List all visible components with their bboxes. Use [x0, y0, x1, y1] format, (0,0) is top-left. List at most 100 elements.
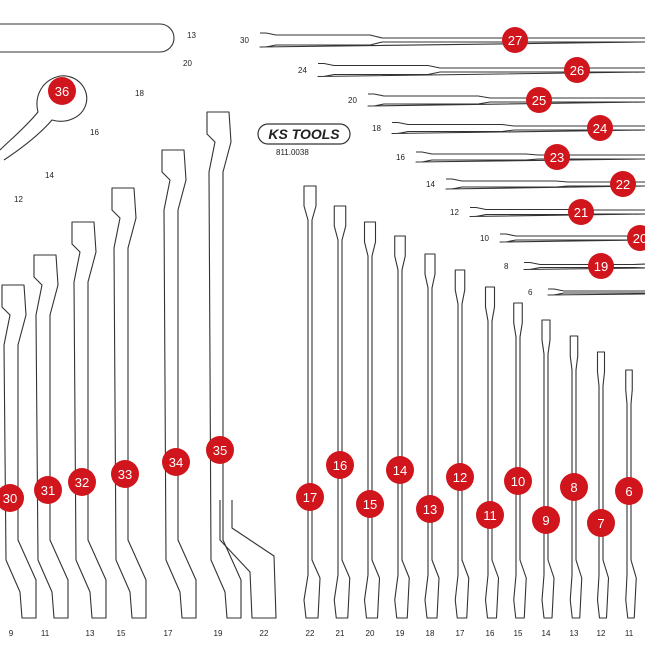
badge-36-number: 36	[55, 84, 69, 99]
vertical-wrench-12: 127	[587, 351, 615, 638]
brand-logo: KS TOOLS 811.0038	[257, 123, 351, 157]
combination-wrench-outline	[391, 121, 645, 135]
badge-32-circle	[68, 468, 96, 496]
badge-33-number: 33	[118, 467, 132, 482]
logo-article-number: 811.0038	[276, 148, 309, 157]
badge-26-number: 26	[570, 63, 584, 78]
badge-32: 32	[68, 468, 96, 496]
combination-wrench-size: 6	[528, 288, 533, 297]
offset-ring-spanner-top-size: 18	[135, 89, 144, 98]
badge-25-number: 25	[532, 93, 546, 108]
badge-11-number: 11	[483, 508, 497, 523]
offset-ring-spanner-outline	[111, 187, 147, 619]
offset-ring-spanner-top-size: 16	[90, 128, 99, 137]
combination-wrench-outline	[499, 233, 645, 243]
offset-ring-spanner-bottom-size: 22	[260, 629, 269, 638]
badge-14-circle	[386, 456, 414, 484]
vertical-wrench-13: 13 8	[560, 335, 588, 638]
vertical-wrench-outline	[513, 302, 527, 619]
vertical-wrench-size: 15	[514, 629, 523, 638]
vertical-wrench-outline	[424, 253, 440, 619]
combination-wrench-size: 14	[426, 180, 435, 189]
badge-9-circle	[532, 506, 560, 534]
badge-33: 33	[111, 460, 139, 488]
badge-27: 27	[502, 27, 528, 53]
offset-ring-spanner-outline	[71, 221, 107, 619]
combination-wrench-size: 24	[298, 66, 307, 75]
badge-8-number: 8	[570, 480, 577, 495]
vertical-wrench-size: 14	[542, 629, 551, 638]
badge-17-number: 17	[303, 490, 317, 505]
combination-wrench-outline	[367, 93, 645, 107]
combination-wrench-size: 20	[348, 96, 357, 105]
vertical-wrench-size: 11	[625, 629, 634, 638]
badge-8-circle	[560, 473, 588, 501]
badge-21-number: 21	[574, 205, 588, 220]
badge-22: 22	[610, 171, 636, 197]
badge-27-number: 27	[508, 33, 522, 48]
vertical-wrench-11: 11 6	[615, 369, 643, 638]
vertical-wrench-outline	[303, 185, 321, 619]
badge-31-number: 31	[41, 483, 55, 498]
badge-14-number: 14	[393, 463, 407, 478]
badge-20-circle	[627, 225, 645, 251]
badge-33-circle	[111, 460, 139, 488]
badge-35-circle	[206, 436, 234, 464]
badge-13-circle	[416, 495, 444, 523]
top-ring-spanner: 13	[0, 23, 196, 53]
vertical-wrench-outline	[596, 351, 610, 619]
badge-23-circle	[544, 144, 570, 170]
badge-6-circle	[615, 477, 643, 505]
combination-wrench-size: 18	[372, 124, 381, 133]
badge-35-number: 35	[213, 443, 227, 458]
offset-ring-spanner-outline	[206, 111, 242, 619]
vertical-wrench-outline	[625, 369, 637, 619]
offset-ring-spanner-bottom-size: 11	[41, 629, 50, 638]
combination-wrench-outline	[415, 151, 645, 163]
badge-35: 35	[206, 436, 234, 464]
badge-31: 31	[34, 476, 62, 504]
combination-wrench-size: 30	[240, 36, 249, 45]
offset-ring-spanner-22: 22	[219, 500, 277, 638]
vertical-wrench-14: 14 9	[532, 319, 560, 638]
offset-ring-spanner-bottom-size: 9	[9, 629, 14, 638]
offset-ring-spanner-outline	[161, 149, 197, 619]
ring-wrench-head: 36	[0, 75, 88, 161]
offset-ring-spanner-bottom-size: 19	[214, 629, 223, 638]
badge-24-number: 24	[593, 121, 607, 136]
badge-23-number: 23	[550, 150, 564, 165]
vertical-wrench-size: 13	[570, 629, 579, 638]
badge-36: 36	[48, 77, 76, 105]
combination-wrench-30: 30 27	[240, 27, 645, 53]
badge-21: 21	[568, 199, 594, 225]
badge-12-number: 12	[453, 470, 467, 485]
badge-14: 14	[386, 456, 414, 484]
badge-7: 7	[587, 509, 615, 537]
badge-16-number: 16	[333, 458, 347, 473]
combination-wrench-6: 6	[528, 288, 645, 297]
badge-25-circle	[526, 87, 552, 113]
badge-6: 6	[615, 477, 643, 505]
badge-9-number: 9	[542, 513, 549, 528]
vertical-wrench-size: 17	[456, 629, 465, 638]
badge-32-number: 32	[75, 475, 89, 490]
badge-15-number: 15	[363, 497, 377, 512]
badge-11: 11	[476, 501, 504, 529]
badge-9: 9	[532, 506, 560, 534]
badge-13: 13	[416, 495, 444, 523]
badge-22-number: 22	[616, 177, 630, 192]
